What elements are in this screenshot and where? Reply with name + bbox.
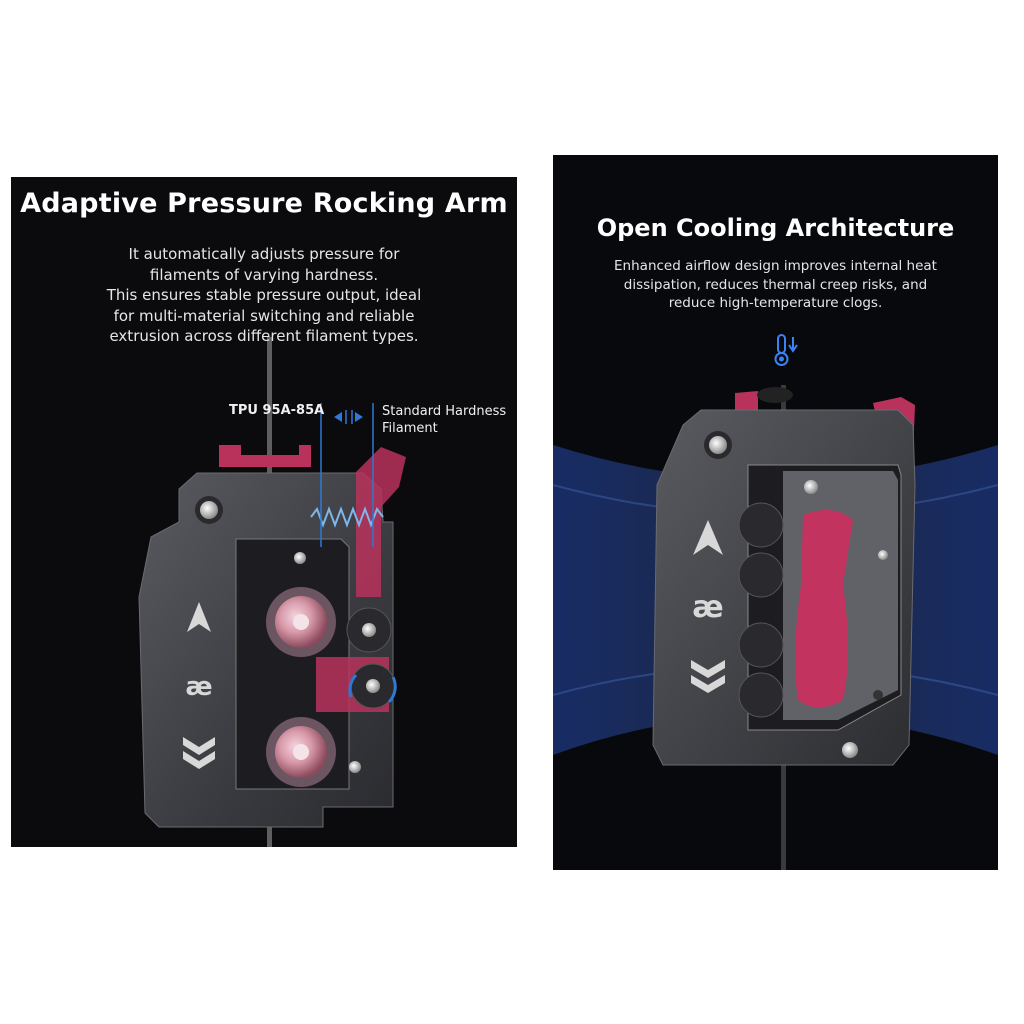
right-description: Enhanced airflow design improves interna… (614, 258, 937, 311)
top-lever (219, 445, 311, 467)
thermometer-down-icon (774, 334, 798, 366)
extruder-illustration-right: æ (553, 334, 998, 870)
left-description: It automatically adjusts pressure for fi… (106, 245, 422, 345)
svg-text:æ: æ (692, 590, 723, 625)
left-title: Adaptive Pressure Rocking Arm (20, 188, 508, 219)
tpu-callout: TPU 95A-85A (229, 403, 325, 418)
left-feature-panel: æ Adaptive Pressure Rocking Arm It autom… (11, 177, 517, 847)
standard-hardness-callout: Standard Hardness Filament (382, 404, 507, 436)
right-feature-panel: æ Open Cooling Architecture Enhanced air… (553, 155, 998, 870)
rotation-arrow-icon (348, 673, 358, 698)
chevron-down-icon (183, 737, 215, 755)
pink-arm (795, 510, 853, 708)
spring (310, 506, 384, 528)
chevron-down-icon (691, 660, 725, 678)
svg-text:æ: æ (185, 672, 212, 702)
screw (200, 501, 218, 519)
extruder-illustration-left: æ (138, 337, 406, 847)
brand-triangle-icon (693, 520, 723, 555)
brand-triangle-icon (187, 602, 211, 632)
screw (709, 436, 727, 454)
right-title: Open Cooling Architecture (596, 214, 955, 242)
